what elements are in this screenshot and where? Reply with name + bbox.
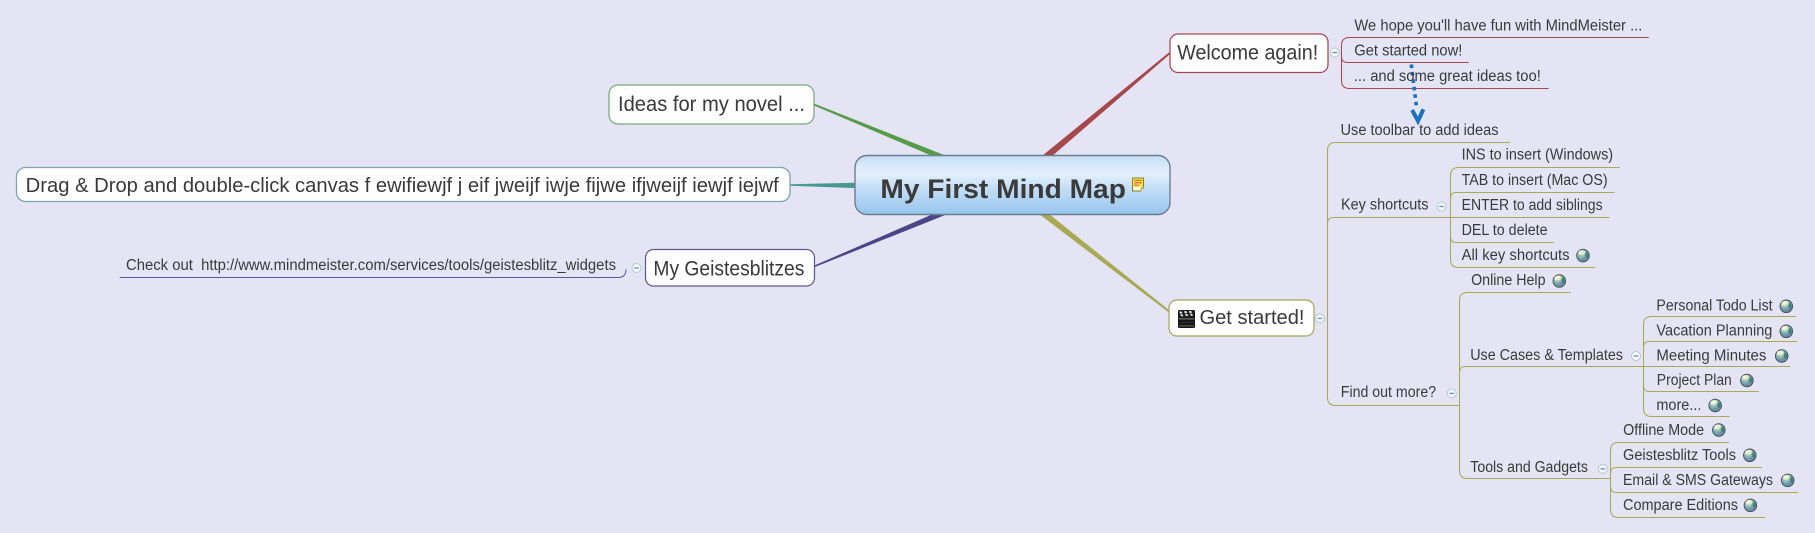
svg-text:Ideas for my novel ...: Ideas for my novel ...: [618, 92, 805, 116]
svg-text:ENTER to add siblings: ENTER to add siblings: [1462, 197, 1603, 214]
svg-text:Offline Mode: Offline Mode: [1623, 422, 1704, 439]
svg-text:INS to insert (Windows): INS to insert (Windows): [1462, 147, 1614, 164]
svg-text:My First Mind Map: My First Mind Map: [880, 174, 1126, 204]
svg-text:Compare Editions: Compare Editions: [1623, 497, 1738, 514]
svg-text:Drag & Drop and double-click c: Drag & Drop and double-click canvas f ew…: [26, 175, 779, 197]
svg-text:Meeting Minutes: Meeting Minutes: [1656, 347, 1766, 364]
svg-text:Use Cases & Templates: Use Cases & Templates: [1470, 347, 1623, 364]
svg-text:All key shortcuts: All key shortcuts: [1462, 247, 1570, 264]
svg-text:Key shortcuts: Key shortcuts: [1341, 197, 1429, 214]
svg-text:Tools and Gadgets: Tools and Gadgets: [1470, 459, 1588, 476]
svg-text:My Geistesblitzes: My Geistesblitzes: [653, 257, 804, 281]
svg-text:... and some great ideas too!: ... and some great ideas too!: [1354, 68, 1541, 85]
svg-text:Email & SMS Gateways: Email & SMS Gateways: [1623, 472, 1773, 489]
svg-text:Vacation Planning: Vacation Planning: [1656, 323, 1772, 340]
svg-text:Welcome again!: Welcome again!: [1177, 41, 1318, 64]
svg-text:Online Help: Online Help: [1471, 272, 1545, 289]
svg-text:Find out more?: Find out more?: [1341, 384, 1437, 401]
svg-text:Get started now!: Get started now!: [1354, 43, 1462, 60]
svg-text:Get started!: Get started!: [1200, 307, 1305, 329]
svg-text:Project Plan: Project Plan: [1657, 372, 1732, 389]
svg-text:We hope you'll have fun with M: We hope you'll have fun with MindMeister…: [1354, 18, 1642, 35]
svg-text:Geistesblitz Tools: Geistesblitz Tools: [1623, 447, 1736, 464]
svg-text:DEL to delete: DEL to delete: [1462, 222, 1548, 239]
svg-text:TAB to insert (Mac OS): TAB to insert (Mac OS): [1462, 172, 1608, 189]
svg-text:more...: more...: [1656, 397, 1701, 414]
svg-text:Use toolbar to add ideas: Use toolbar to add ideas: [1341, 122, 1499, 139]
svg-text:Personal Todo List: Personal Todo List: [1656, 297, 1773, 314]
svg-text:Check out http://www.mindmeis: Check out http://www.mindmeister.com/ser…: [126, 257, 616, 274]
